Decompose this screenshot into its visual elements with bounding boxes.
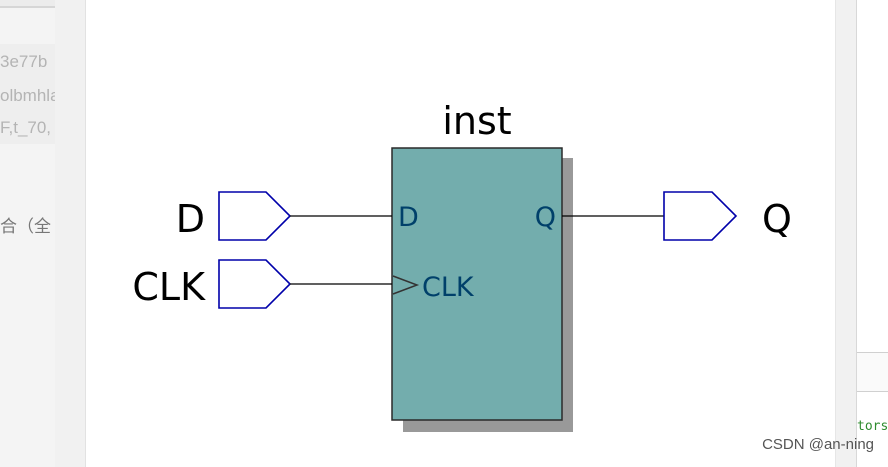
pin-label-clk: CLK <box>422 272 475 303</box>
left-background-panel: 3e77b olbmhla F,t_70, 合（全 <box>0 0 55 467</box>
dff-block[interactable] <box>391 147 563 421</box>
input-port-d[interactable] <box>218 191 292 241</box>
left-text-3: F,t_70, <box>0 118 52 137</box>
left-text-4: 合（全 <box>0 217 51 236</box>
right-code-text: tors <box>857 419 888 434</box>
pin-label-d: D <box>398 202 419 233</box>
right-panel-pane <box>857 352 888 392</box>
left-text-2: olbmhla <box>0 86 55 105</box>
output-label-q: Q <box>762 197 792 241</box>
right-gutter <box>835 0 857 467</box>
input-label-clk: CLK <box>132 265 206 309</box>
instance-name: inst <box>442 99 511 143</box>
watermark: CSDN @an-ning <box>762 436 874 453</box>
left-panel-text-box <box>0 44 55 144</box>
left-text-1: 3e77b <box>0 52 48 71</box>
input-port-clk[interactable] <box>218 259 292 309</box>
pin-label-q: Q <box>535 202 556 233</box>
clock-triangle-icon <box>392 275 420 295</box>
left-panel-tab-edge <box>0 0 55 8</box>
right-background-panel: tors <box>856 0 888 467</box>
input-label-d: D <box>176 197 205 241</box>
left-gutter <box>55 0 86 467</box>
output-port-q[interactable] <box>663 191 738 241</box>
